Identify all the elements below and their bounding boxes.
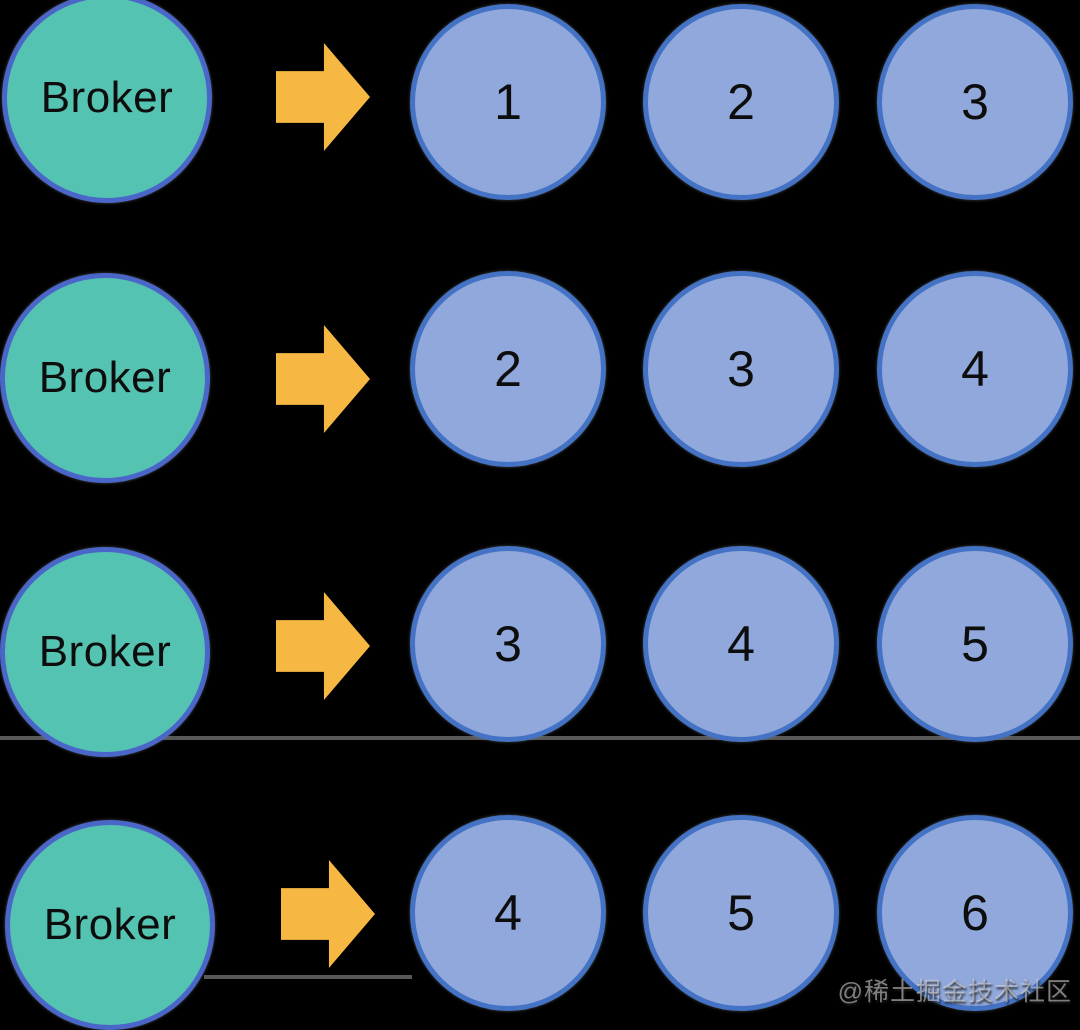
partition-number: 5 — [727, 885, 755, 941]
row3-divider-line — [0, 736, 1080, 740]
broker-label: Broker — [38, 353, 172, 402]
partition-number: 1 — [494, 74, 522, 130]
partition-circle: 1 — [410, 4, 606, 200]
broker-circle: Broker — [2, 0, 212, 203]
partition-circle: 4 — [877, 271, 1073, 467]
partition-number: 2 — [494, 341, 522, 397]
broker-circle: Broker — [5, 820, 215, 1030]
broker-circle: Broker — [0, 273, 210, 483]
partition-number: 5 — [961, 616, 989, 672]
right-arrow-icon — [276, 592, 370, 700]
partition-number: 3 — [727, 341, 755, 397]
right-arrow-icon — [281, 860, 375, 968]
partition-number: 4 — [727, 616, 755, 672]
broker-circle: Broker — [0, 547, 210, 757]
partition-circle: 3 — [643, 271, 839, 467]
row4-connector-line — [204, 975, 412, 979]
partition-circle: 2 — [410, 271, 606, 467]
partition-circle: 5 — [643, 815, 839, 1011]
partition-number: 3 — [961, 74, 989, 130]
right-arrow-icon — [276, 325, 370, 433]
partition-number: 6 — [961, 885, 989, 941]
partition-circle: 4 — [410, 815, 606, 1011]
partition-number: 4 — [961, 341, 989, 397]
broker-label: Broker — [43, 900, 177, 949]
partition-circle: 5 — [877, 546, 1073, 742]
broker-label: Broker — [40, 73, 174, 122]
partition-number: 2 — [727, 74, 755, 130]
partition-number: 3 — [494, 616, 522, 672]
partition-circle: 3 — [877, 4, 1073, 200]
partition-circle: 6 — [877, 815, 1073, 1011]
partition-circle: 4 — [643, 546, 839, 742]
right-arrow-icon — [276, 43, 370, 151]
partition-number: 4 — [494, 885, 522, 941]
partition-circle: 2 — [643, 4, 839, 200]
watermark: @稀土掘金技术社区 — [837, 978, 1072, 1006]
partition-circle: 3 — [410, 546, 606, 742]
broker-label: Broker — [38, 627, 172, 676]
